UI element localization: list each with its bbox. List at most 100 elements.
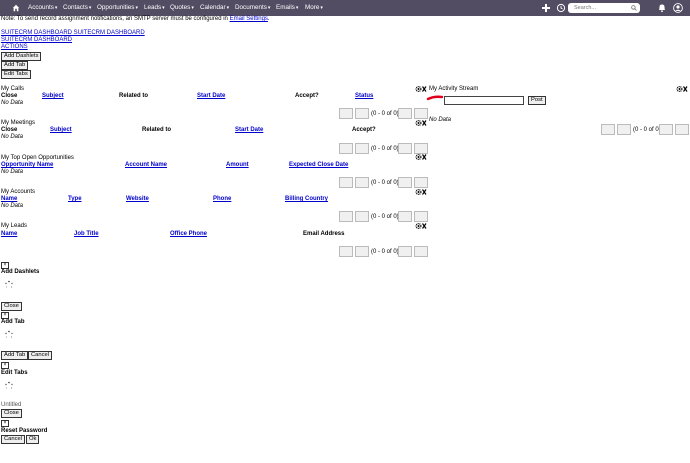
nav-calendar[interactable]: Calendar▾ — [200, 4, 230, 11]
untitled-label: Untitled — [1, 402, 22, 408]
meetings-first-page-button[interactable] — [339, 143, 353, 154]
nav-documents[interactable]: Documents▾ — [235, 4, 271, 11]
reset-password-cancel-button[interactable]: Cancel — [1, 435, 26, 444]
add-tab-dialog-add-button[interactable]: Add Tab — [1, 351, 29, 360]
add-dashlets-dialog-title: Add Dashlets — [1, 269, 40, 275]
meetings-next-page-button[interactable] — [398, 143, 412, 154]
leads-next-page-button[interactable] — [398, 246, 412, 257]
calls-prev-page-button[interactable] — [355, 108, 369, 119]
opps-col-close-date[interactable]: Expected Close Date — [289, 162, 349, 168]
accounts-last-page-button[interactable] — [414, 211, 428, 222]
activity-first-page-button[interactable] — [601, 124, 615, 135]
activity-stream-title: My Activity Stream — [429, 86, 479, 92]
loading-spinner-icon — [5, 381, 13, 389]
activity-last-page-button[interactable] — [675, 124, 689, 135]
calls-no-data: No Data — [1, 100, 24, 106]
calls-col-start-date[interactable]: Start Date — [197, 93, 226, 99]
add-tab-dialog-close-x[interactable]: × — [1, 312, 9, 319]
reset-password-dialog-close-x[interactable]: × — [1, 420, 9, 427]
accounts-first-page-button[interactable] — [339, 211, 353, 222]
opps-last-page-button[interactable] — [414, 177, 428, 188]
accounts-no-data: No Data — [1, 203, 24, 209]
loading-spinner-icon — [5, 330, 13, 338]
add-tab-dialog-cancel-button[interactable]: Cancel — [28, 351, 53, 360]
dashboard-link[interactable]: SUITECRM DASHBOARD — [1, 37, 73, 43]
accounts-settings-close-icon[interactable] — [415, 188, 427, 196]
nav-quotes[interactable]: Quotes▾ — [170, 4, 194, 11]
reset-password-ok-button[interactable]: Ok — [26, 435, 40, 444]
plus-icon[interactable] — [541, 3, 551, 13]
search-input[interactable] — [572, 4, 634, 12]
dashboard-tab-link[interactable]: SUITECRM DASHBOARD SUITECRM DASHBOARD — [1, 30, 145, 36]
activity-post-button[interactable]: Post — [528, 96, 546, 105]
accounts-col-country[interactable]: Billing Country — [285, 196, 328, 202]
edit-tabs-dialog-close-x[interactable]: × — [1, 362, 9, 369]
accounts-col-phone[interactable]: Phone — [213, 196, 232, 202]
calls-next-page-button[interactable] — [398, 108, 412, 119]
leads-first-page-button[interactable] — [339, 246, 353, 257]
meetings-col-close: Close — [1, 127, 18, 133]
leads-last-page-button[interactable] — [414, 246, 428, 257]
leads-col-office-phone[interactable]: Office Phone — [170, 231, 208, 237]
calls-col-related: Related to — [119, 93, 149, 99]
activity-next-page-button[interactable] — [659, 124, 673, 135]
accounts-col-name[interactable]: Name — [1, 196, 18, 202]
activity-post-input[interactable] — [444, 96, 524, 105]
opps-col-account[interactable]: Account Name — [125, 162, 168, 168]
actions-link[interactable]: ACTIONS — [1, 44, 28, 50]
home-icon[interactable] — [12, 4, 20, 12]
calls-col-status[interactable]: Status — [355, 93, 374, 99]
leads-col-job-title[interactable]: Job Title — [74, 231, 99, 237]
calls-last-page-button[interactable] — [414, 108, 428, 119]
add-dashlets-button[interactable]: Add Dashlets — [1, 52, 42, 61]
meetings-col-start-date[interactable]: Start Date — [235, 127, 264, 133]
nav-emails[interactable]: Emails▾ — [276, 4, 299, 11]
activity-settings-close-icon[interactable] — [676, 85, 688, 93]
leads-prev-page-button[interactable] — [355, 246, 369, 257]
meetings-settings-close-icon[interactable] — [415, 119, 427, 127]
nav-opportunities[interactable]: Opportunities▾ — [97, 4, 138, 11]
search-icon[interactable] — [631, 5, 637, 11]
leads-settings-close-icon[interactable] — [415, 222, 427, 230]
add-dashlets-dialog-close-x[interactable]: × — [1, 262, 9, 269]
opps-col-amount[interactable]: Amount — [226, 162, 249, 168]
opps-prev-page-button[interactable] — [355, 177, 369, 188]
accounts-next-page-button[interactable] — [398, 211, 412, 222]
smtp-note: Note: To send record assignment notifica… — [1, 16, 270, 22]
calls-settings-close-icon[interactable] — [415, 85, 427, 93]
meetings-col-subject[interactable]: Subject — [50, 127, 72, 133]
accounts-col-type[interactable]: Type — [68, 196, 82, 202]
meetings-col-accept: Accept? — [352, 127, 376, 133]
user-avatar-icon[interactable] — [673, 3, 683, 13]
nav-leads[interactable]: Leads▾ — [144, 4, 165, 11]
opps-next-page-button[interactable] — [398, 177, 412, 188]
opps-no-data: No Data — [1, 169, 24, 175]
nav-accounts[interactable]: Accounts▾ — [28, 4, 58, 11]
edit-tabs-dialog-close-button[interactable]: Close — [1, 409, 22, 418]
add-dashlets-dialog-close-button[interactable]: Close — [1, 302, 22, 311]
opps-col-name[interactable]: Opportunity Name — [1, 162, 54, 168]
history-icon[interactable] — [556, 3, 566, 13]
nav-more[interactable]: More▾ — [305, 4, 323, 11]
opportunities-settings-close-icon[interactable] — [415, 153, 427, 161]
leads-col-name[interactable]: Name — [1, 231, 18, 237]
edit-tabs-button[interactable]: Edit Tabs — [1, 70, 31, 79]
reset-password-dialog-title: Reset Password — [1, 428, 48, 434]
accounts-prev-page-button[interactable] — [355, 211, 369, 222]
opps-first-page-button[interactable] — [339, 177, 353, 188]
calls-col-close: Close — [1, 93, 18, 99]
meetings-prev-page-button[interactable] — [355, 143, 369, 154]
meetings-col-related: Related to — [142, 127, 172, 133]
nav-contacts[interactable]: Contacts▾ — [63, 4, 92, 11]
calls-col-subject[interactable]: Subject — [42, 93, 64, 99]
meetings-last-page-button[interactable] — [414, 143, 428, 154]
add-tab-button[interactable]: Add Tab — [1, 61, 29, 70]
search-box[interactable] — [568, 3, 640, 13]
bell-icon[interactable] — [657, 3, 667, 13]
accounts-col-website[interactable]: Website — [126, 196, 149, 202]
calls-pager-text: (0 - 0 of 0) — [371, 111, 399, 117]
activity-prev-page-button[interactable] — [617, 124, 631, 135]
smtp-note-text: Note: To send record assignment notifica… — [1, 16, 230, 22]
calls-first-page-button[interactable] — [339, 108, 353, 119]
email-settings-link[interactable]: Email Settings — [229, 16, 268, 22]
